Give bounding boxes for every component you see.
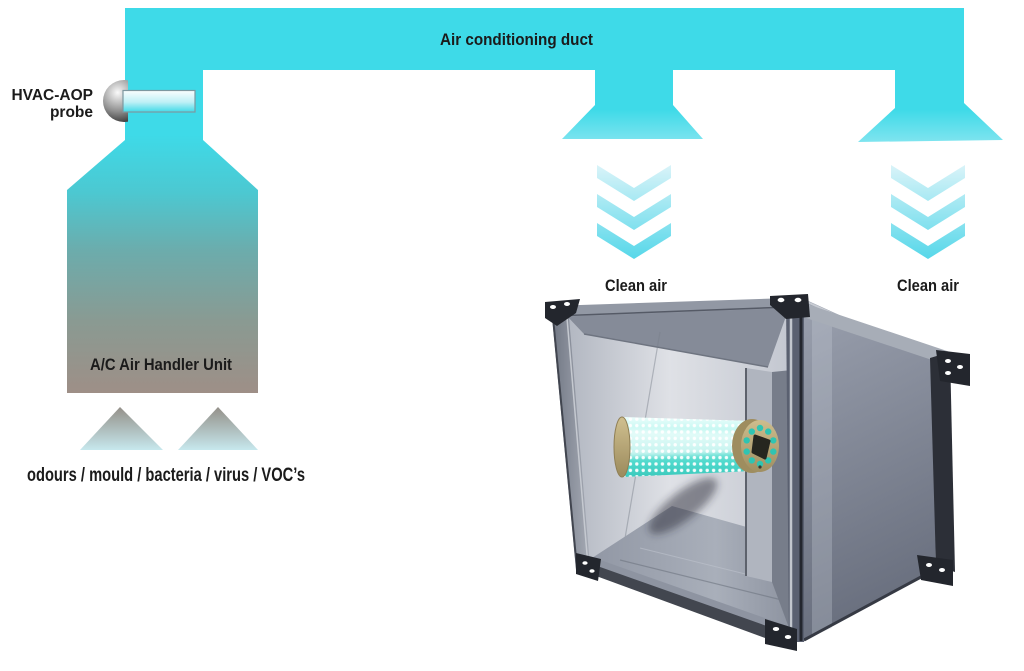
- lamp-shadow: [648, 477, 718, 535]
- cap-pin: [758, 465, 762, 469]
- cap-hex-socket-icon: [751, 434, 771, 460]
- clean-air-right-label: Clean air: [897, 277, 960, 295]
- probe-tube-icon: [122, 89, 196, 113]
- right-wall-bottom-edge: [803, 568, 935, 642]
- corner-brackets: [545, 294, 970, 651]
- probe-knob-icon: [103, 80, 128, 122]
- left-front-rail: [551, 305, 590, 570]
- probe-label-line1: HVAC-AOP: [11, 87, 93, 104]
- floor-seam: [619, 559, 791, 603]
- lamp-end-cap-right: [732, 419, 779, 473]
- duct-flow-diagram: Air conditioning duct HVAC-AOP probe A/C…: [11, 8, 1003, 486]
- duct-label: Air conditioning duct: [440, 31, 593, 49]
- lamp-perforations: [623, 417, 752, 477]
- ceiling-seam: [583, 333, 769, 368]
- duct-interior-ceiling: [566, 305, 790, 367]
- contaminants-label: odours / mould / bacteria / virus / VOC’…: [27, 465, 305, 486]
- lamp-end-cap-left: [613, 416, 631, 478]
- clean-air-left-label: Clean air: [605, 277, 668, 295]
- right-wall-sheen: [812, 310, 832, 636]
- contaminant-intake-arrows-icon: [80, 407, 258, 450]
- clean-air-arrows-right-icon: [891, 165, 965, 259]
- top-back-flange: [789, 298, 950, 362]
- air-handler-unit: [67, 70, 258, 393]
- back-right-rail: [930, 352, 955, 572]
- right-outer-wall: [804, 299, 936, 641]
- handler-label: A/C Air Handler Unit: [90, 356, 232, 374]
- duct-outlet-funnel-left: [562, 69, 703, 139]
- duct-box-photo: [545, 294, 970, 651]
- top-front-rail: [551, 298, 789, 317]
- lamp-mounting-panel: [746, 368, 772, 582]
- bracket-holes: [550, 297, 963, 639]
- uv-lamp-cylinder: [613, 416, 779, 478]
- duct-interior-floor: [592, 506, 793, 630]
- cap-uv-dots-icon: [743, 424, 777, 468]
- left-rail-edge: [551, 306, 578, 570]
- hvac-aop-probe: [103, 80, 196, 122]
- top-rail-edge: [553, 306, 790, 317]
- bottom-front-rail: [586, 562, 795, 649]
- probe-label-line2: probe: [50, 104, 93, 121]
- air-conditioning-duct-bar: [125, 8, 964, 70]
- clean-air-arrows-left-icon: [597, 165, 671, 259]
- duct-outlet-funnel-right: [858, 69, 1003, 142]
- left-rail-highlight: [565, 305, 589, 567]
